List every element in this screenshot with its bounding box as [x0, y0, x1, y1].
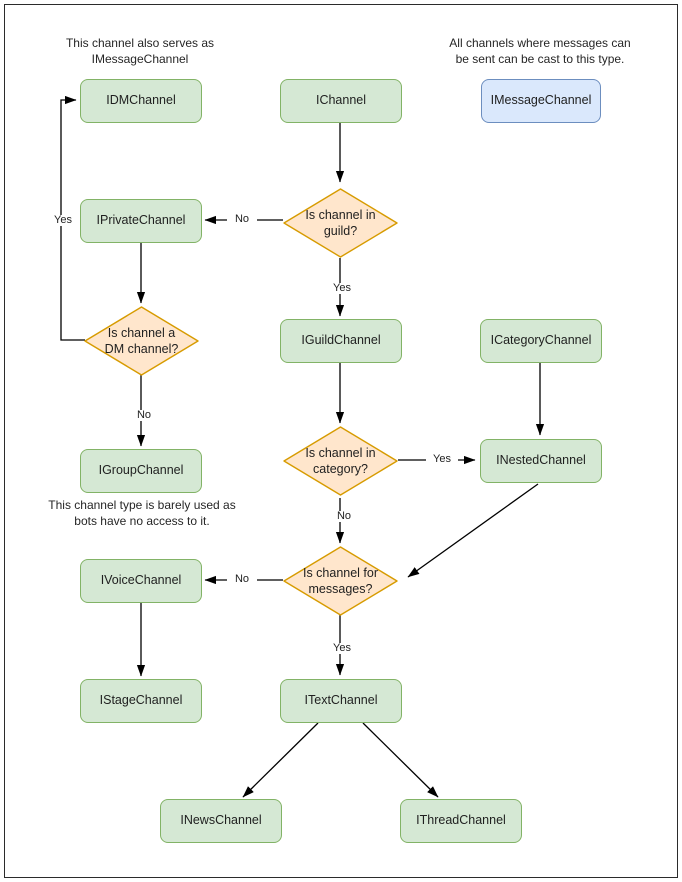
node-imessagechannel[interactable]: IMessageChannel: [481, 79, 601, 123]
node-itextchannel[interactable]: ITextChannel: [280, 679, 402, 723]
diamond-shape: [84, 306, 199, 376]
node-q-channel-for-messages-label: Is channel for messages?: [302, 565, 379, 596]
node-ichannel[interactable]: IChannel: [280, 79, 402, 123]
node-q-channel-in-guild[interactable]: Is channel in guild?: [283, 188, 398, 258]
diamond-shape: [283, 546, 398, 616]
node-idmchannel[interactable]: IDMChannel: [80, 79, 202, 123]
node-q-channel-in-guild-label: Is channel in guild?: [305, 207, 376, 238]
node-ivoicechannel[interactable]: IVoiceChannel: [80, 559, 202, 603]
edge-label-guild-no: No: [227, 214, 257, 225]
node-inewschannel[interactable]: INewsChannel: [160, 799, 282, 843]
node-q-channel-in-category-label: Is channel in category?: [305, 445, 376, 476]
diamond-shape: [283, 426, 398, 496]
edge-label-dm-no: No: [129, 410, 159, 421]
node-q-channel-for-messages[interactable]: Is channel for messages?: [283, 546, 398, 616]
edge-label-messages-yes: Yes: [326, 643, 358, 654]
diamond-shape: [283, 188, 398, 258]
node-icategorychannel[interactable]: ICategoryChannel: [480, 319, 602, 363]
node-q-channel-in-category[interactable]: Is channel in category?: [283, 426, 398, 496]
node-igroupchannel[interactable]: IGroupChannel: [80, 449, 202, 493]
node-istagechannel[interactable]: IStageChannel: [80, 679, 202, 723]
node-q-channel-is-dm[interactable]: Is channel a DM channel?: [84, 306, 199, 376]
node-ithreadchannel[interactable]: IThreadChannel: [400, 799, 522, 843]
node-inestedchannel[interactable]: INestedChannel: [480, 439, 602, 483]
edge-label-category-no: No: [329, 511, 359, 522]
node-iguildchannel[interactable]: IGuildChannel: [280, 319, 402, 363]
edge-label-dm-yes: Yes: [47, 215, 79, 226]
note-message-channel: All channels where messages can be sent …: [449, 36, 631, 66]
edge-label-guild-yes: Yes: [326, 283, 358, 294]
edge-label-messages-no: No: [227, 574, 257, 585]
note-group-channel: This channel type is barely used as bots…: [48, 498, 236, 528]
node-iprivatechannel[interactable]: IPrivateChannel: [80, 199, 202, 243]
edge-label-category-yes: Yes: [426, 454, 458, 465]
node-q-channel-is-dm-label: Is channel a DM channel?: [104, 325, 179, 356]
note-dm-channel: This channel also serves as IMessageChan…: [65, 36, 215, 66]
